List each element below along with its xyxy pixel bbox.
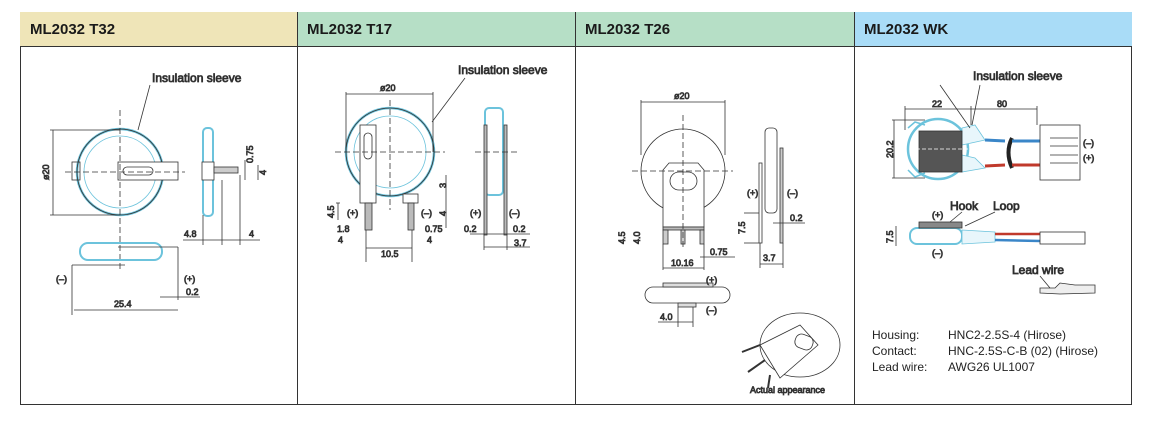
dim-label: ø20 bbox=[380, 83, 396, 93]
dim-label: ø20 bbox=[41, 164, 51, 180]
spec-label: Lead wire: bbox=[872, 360, 928, 374]
polarity-label: (+) bbox=[184, 274, 195, 284]
dim-label: 3.7 bbox=[763, 253, 776, 263]
header-wk: ML2032 WK bbox=[854, 12, 1132, 47]
polarity-label: (–) bbox=[509, 208, 520, 218]
dim-label: 0.75 bbox=[710, 247, 728, 257]
actual-appearance-illustration bbox=[741, 312, 841, 389]
t32-drawing: Insulation sleeve ø20 0.75 4 4.8 4 (–) (… bbox=[41, 71, 268, 315]
lead-wire-label: Lead wire bbox=[1012, 263, 1064, 277]
polarity-label: (+) bbox=[932, 210, 943, 220]
spec-label: Contact: bbox=[872, 344, 917, 358]
divider bbox=[854, 12, 855, 405]
dim-label: 0.2 bbox=[464, 224, 477, 234]
header-t26: ML2032 T26 bbox=[575, 12, 854, 47]
dim-label: 22 bbox=[932, 99, 942, 109]
header-t17: ML2032 T17 bbox=[297, 12, 575, 47]
dim-label: 25.4 bbox=[114, 299, 132, 309]
dim-label: 4.5 bbox=[326, 205, 336, 218]
dim-label: 0.75 bbox=[425, 224, 443, 234]
dim-label: 7.5 bbox=[737, 221, 747, 234]
dim-label: 4 bbox=[249, 229, 254, 239]
dim-label: 4.8 bbox=[184, 229, 197, 239]
dim-label: 3 bbox=[438, 183, 448, 188]
divider bbox=[297, 12, 298, 405]
polarity-label: (+) bbox=[470, 208, 481, 218]
dim-label: 0.2 bbox=[186, 287, 199, 297]
spec-value: HNC-2.5S-C-B (02) (Hirose) bbox=[948, 344, 1099, 358]
spec-value: AWG26 UL1007 bbox=[948, 360, 1035, 374]
dim-label: 10.5 bbox=[381, 249, 399, 259]
polarity-label: (–) bbox=[932, 248, 943, 258]
dim-label: 7.5 bbox=[885, 230, 895, 243]
dim-label: 4 bbox=[427, 235, 432, 245]
insulation-sleeve-label: Insulation sleeve bbox=[973, 69, 1063, 83]
polarity-label: (–) bbox=[1083, 138, 1094, 148]
wk-spec-labels: Housing: Contact: Lead wire: bbox=[872, 327, 927, 375]
dim-label: 80 bbox=[997, 99, 1007, 109]
spec-label: Housing: bbox=[872, 328, 920, 342]
dim-label: 3.7 bbox=[514, 238, 527, 248]
wk-spec-values: HNC2-2.5S-4 (Hirose) HNC-2.5S-C-B (02) (… bbox=[948, 327, 1098, 375]
dim-label: 4 bbox=[258, 170, 268, 175]
polarity-label: (+) bbox=[706, 275, 717, 285]
header-t32: ML2032 T32 bbox=[20, 12, 297, 47]
t26-drawing: ø20 4.5 4.0 0.75 10.16 (+) (–) 7.5 0.2 3… bbox=[617, 91, 841, 395]
dim-label: 0.2 bbox=[790, 213, 803, 223]
actual-appearance-label: Actual appearance bbox=[750, 385, 825, 395]
polarity-label: (+) bbox=[1083, 153, 1094, 163]
spec-value: HNC2-2.5S-4 (Hirose) bbox=[948, 328, 1067, 342]
dim-label: 20.2 bbox=[885, 140, 895, 158]
polarity-label: (+) bbox=[347, 208, 358, 218]
dim-label: ø20 bbox=[674, 91, 690, 101]
polarity-label: (–) bbox=[706, 305, 717, 315]
dim-label: 10.16 bbox=[671, 258, 694, 268]
insulation-sleeve-label: Insulation sleeve bbox=[458, 63, 548, 77]
divider bbox=[575, 12, 576, 405]
hook-label: Hook bbox=[950, 199, 979, 213]
t17-drawing: Insulation sleeve ø20 4.5 (+) (–) 3 4 1.… bbox=[326, 63, 548, 262]
polarity-label: (–) bbox=[56, 274, 67, 284]
dim-label: 4.0 bbox=[660, 312, 673, 322]
polarity-label: (–) bbox=[421, 208, 432, 218]
dim-label: 0.2 bbox=[513, 224, 526, 234]
loop-label: Loop bbox=[993, 199, 1020, 213]
dim-label: 1.8 bbox=[337, 224, 350, 234]
dim-label: 0.75 bbox=[245, 145, 255, 163]
dim-label: 4.0 bbox=[632, 231, 642, 244]
dim-label: 4 bbox=[338, 235, 343, 245]
wk-drawing: Insulation sleeve 22 80 20.2 (–) (+) Hoo… bbox=[885, 69, 1096, 295]
dim-label: 4.5 bbox=[617, 231, 627, 244]
polarity-label: (–) bbox=[787, 188, 798, 198]
insulation-sleeve-label: Insulation sleeve bbox=[152, 71, 242, 85]
dim-label: 4 bbox=[438, 211, 448, 216]
polarity-label: (+) bbox=[747, 188, 758, 198]
